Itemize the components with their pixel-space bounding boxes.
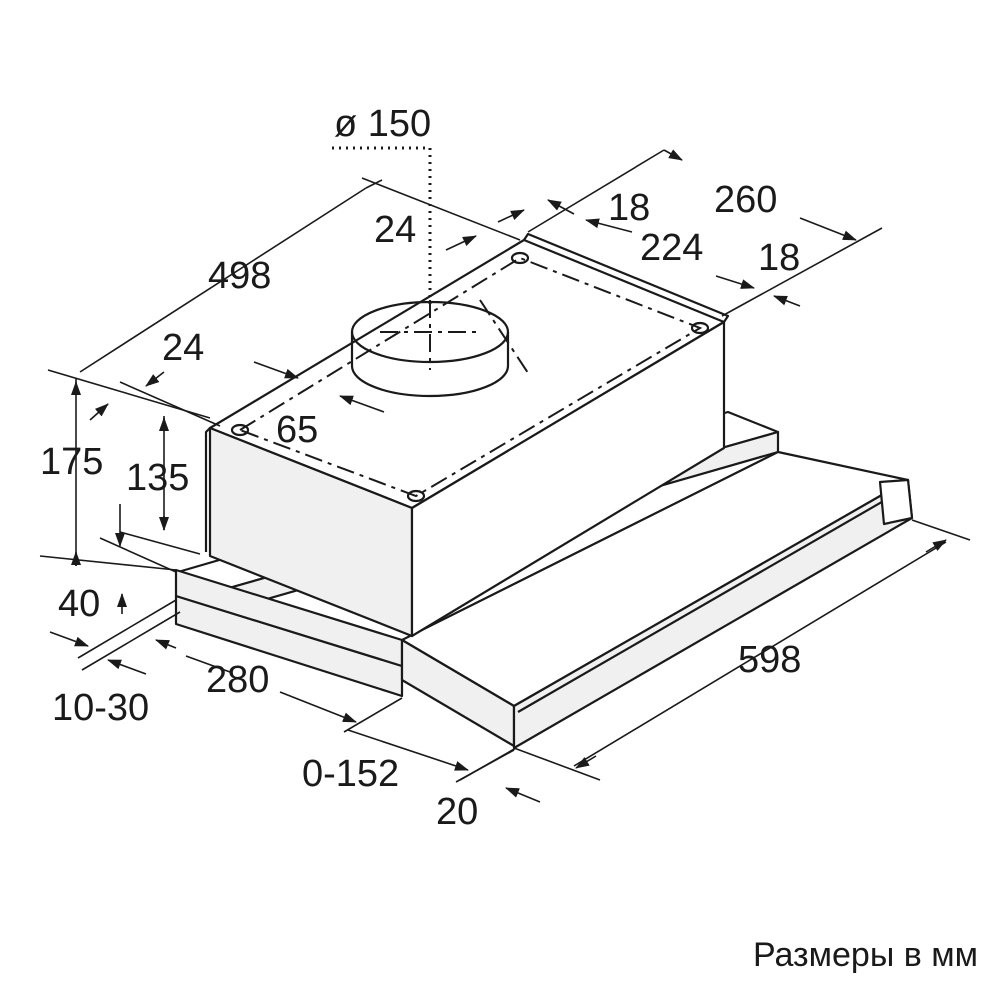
label-24-top: 24 <box>374 209 416 251</box>
dimension-lines <box>39 146 971 803</box>
label-498: 498 <box>208 255 271 297</box>
label-20: 20 <box>436 791 478 833</box>
label-224: 224 <box>640 227 703 269</box>
label-duct-diameter: ø 150 <box>334 103 431 145</box>
label-40: 40 <box>58 583 100 625</box>
main-body <box>204 232 730 638</box>
label-18-right: 18 <box>758 237 800 279</box>
label-0-152: 0-152 <box>302 753 399 795</box>
label-260: 260 <box>714 179 777 221</box>
label-598: 598 <box>738 639 801 681</box>
units-caption: Размеры в мм <box>753 936 978 974</box>
telescopic-tray <box>400 450 914 750</box>
label-135: 135 <box>126 457 189 499</box>
label-10-30: 10-30 <box>52 687 149 729</box>
label-24-left: 24 <box>162 327 204 369</box>
dimension-labels: ø 150 24 18 260 224 18 498 24 65 175 135… <box>40 103 801 833</box>
mounting-hole-icon <box>230 251 710 503</box>
label-65: 65 <box>276 409 318 451</box>
label-280: 280 <box>206 659 269 701</box>
label-18-top: 18 <box>608 187 650 229</box>
label-175: 175 <box>40 441 103 483</box>
